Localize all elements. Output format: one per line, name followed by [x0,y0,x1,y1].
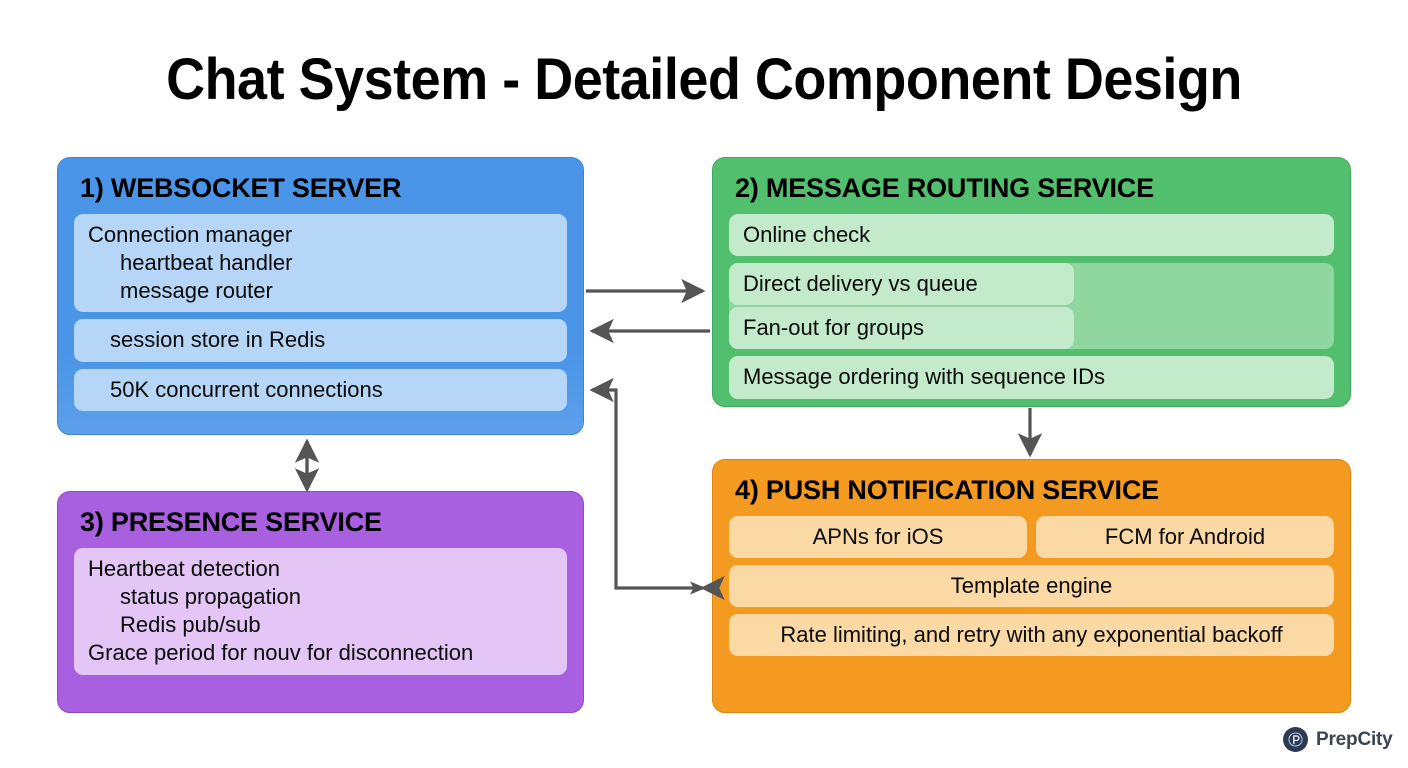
websocket-item-concurrent-connections: 50K concurrent connections [74,368,567,411]
page-title: Chat System - Detailed Component Design [166,47,1242,112]
component-box-message-routing-service: 2) MESSAGE ROUTING SERVICE Online check … [712,157,1351,407]
routing-item-fan-out: Fan-out for groups [729,307,1074,350]
presence-line-status-propagation: status propagation [120,584,302,610]
websocket-line-session-store: session store in Redis [110,327,326,353]
routing-item-message-ordering: Message ordering with sequence IDs [729,356,1334,399]
websocket-line-concurrent-connections: 50K concurrent connections [110,376,383,402]
box-title-presence-service: 3) PRESENCE SERVICE [80,507,382,537]
push-item-apns: APNs for iOS [729,516,1027,559]
box-title-push-notification-service: 4) PUSH NOTIFICATION SERVICE [735,475,1159,505]
websocket-line-connection-manager: Connection manager [88,222,293,247]
routing-subgroup: Direct delivery vs queue Fan-out for gro… [729,263,1334,350]
websocket-line-message-router: message router [120,278,273,304]
routing-item-direct-delivery: Direct delivery vs queue [729,263,1074,306]
push-line-rate-limiting-1: Rate limiting, and retry with any expone… [780,622,1206,648]
prepcity-logo: PrepCity [1283,727,1393,752]
box-title-websocket-server: 1) WEBSOCKET SERVER [80,173,402,203]
routing-item-online-check: Online check [729,214,1334,257]
arrow-push-elbow-head-right [690,581,706,595]
websocket-item-session-store: session store in Redis [74,319,567,362]
push-item-rate-limiting: Rate limiting, and retry with any expone… [729,614,1334,657]
arrow-push-to-websocket-elbow [589,377,725,601]
websocket-line-heartbeat-handler: heartbeat handler [120,250,293,276]
box-title-message-routing-service: 2) MESSAGE ROUTING SERVICE [735,173,1154,203]
prepcity-logo-text: PrepCity [1316,728,1393,750]
component-box-presence-service: 3) PRESENCE SERVICE Heartbeat detection … [57,491,584,713]
push-line-rate-limiting-2: backoff [1212,622,1283,648]
push-item-template-engine: Template engine [729,565,1334,608]
push-item-fcm: FCM for Android [1036,516,1334,559]
websocket-item-connection-manager: Connection manager heartbeat handler mes… [74,214,567,313]
presence-line-heartbeat-detection: Heartbeat detection [88,556,281,581]
presence-item-details: Heartbeat detection status propagation R… [74,548,567,675]
presence-line-redis-pubsub: Redis pub/sub [120,612,261,638]
push-row-platforms: APNs for iOS FCM for Android [729,516,1334,559]
presence-line-grace-period: Grace period for nouv for disconnection [88,640,474,666]
component-box-push-notification-service: 4) PUSH NOTIFICATION SERVICE APNs for iO… [712,459,1351,713]
component-box-websocket-server: 1) WEBSOCKET SERVER Connection manager h… [57,157,584,435]
prepcity-logo-icon [1283,727,1308,752]
